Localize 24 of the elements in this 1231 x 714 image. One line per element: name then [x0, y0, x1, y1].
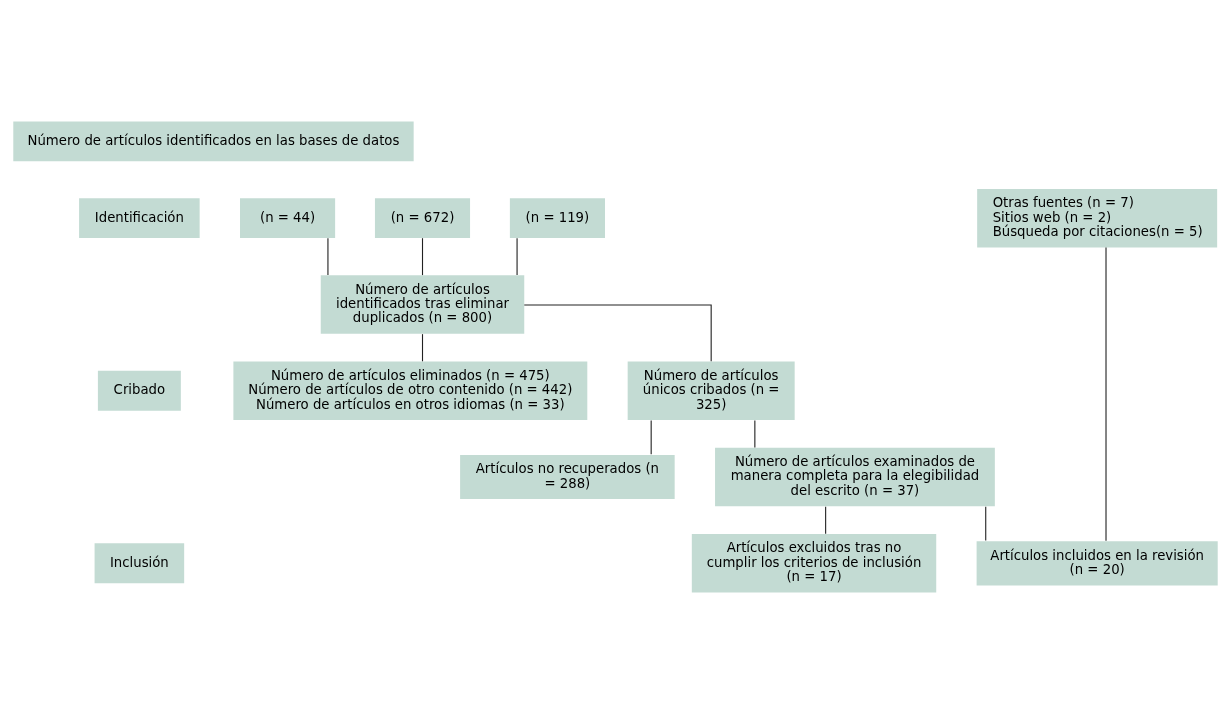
connector: [516, 237, 518, 276]
node-box: Número de artículos examinados de manera completa para la elegibilidad del escrito (n = 37): [715, 447, 995, 507]
node-box: Número de artículos identificados en las bases de datos: [13, 121, 414, 162]
node-box: Número de artículos identificados tras eliminar duplicados (n = 800): [320, 275, 525, 334]
node-box: Artículos no recuperados (n = 288): [460, 454, 675, 500]
node-box: Otras fuentes (n = 7) Sitios web (n = 2) Búsqueda por citaciones(n = 5): [977, 188, 1218, 248]
node-box: Artículos incluidos en la revisión (n = 20): [976, 541, 1218, 586]
connector: [754, 419, 756, 449]
node-box: (n = 672): [374, 198, 471, 239]
node-box: (n = 119): [509, 198, 605, 239]
node-box: Cribado: [97, 370, 181, 411]
connector: [523, 304, 712, 362]
node-box: Inclusión: [94, 543, 185, 584]
connector: [825, 506, 827, 535]
connector: [327, 237, 329, 276]
node-box: Número de artículos únicos cribados (n = 325): [627, 361, 795, 421]
node-box: Identificación: [79, 198, 200, 239]
node-box: Número de artículos eliminados (n = 475) Número de artículos de otro contenido (n = 442) Número de artículos en otros idiomas (n = 33): [233, 361, 588, 421]
connector: [421, 333, 424, 362]
connector: [650, 419, 652, 455]
connector: [985, 506, 987, 542]
connector: [421, 237, 424, 276]
node-box: (n = 44): [240, 198, 336, 239]
node-box: Artículos excluidos tras no cumplir los criterios de inclusión (n = 17): [691, 533, 937, 593]
